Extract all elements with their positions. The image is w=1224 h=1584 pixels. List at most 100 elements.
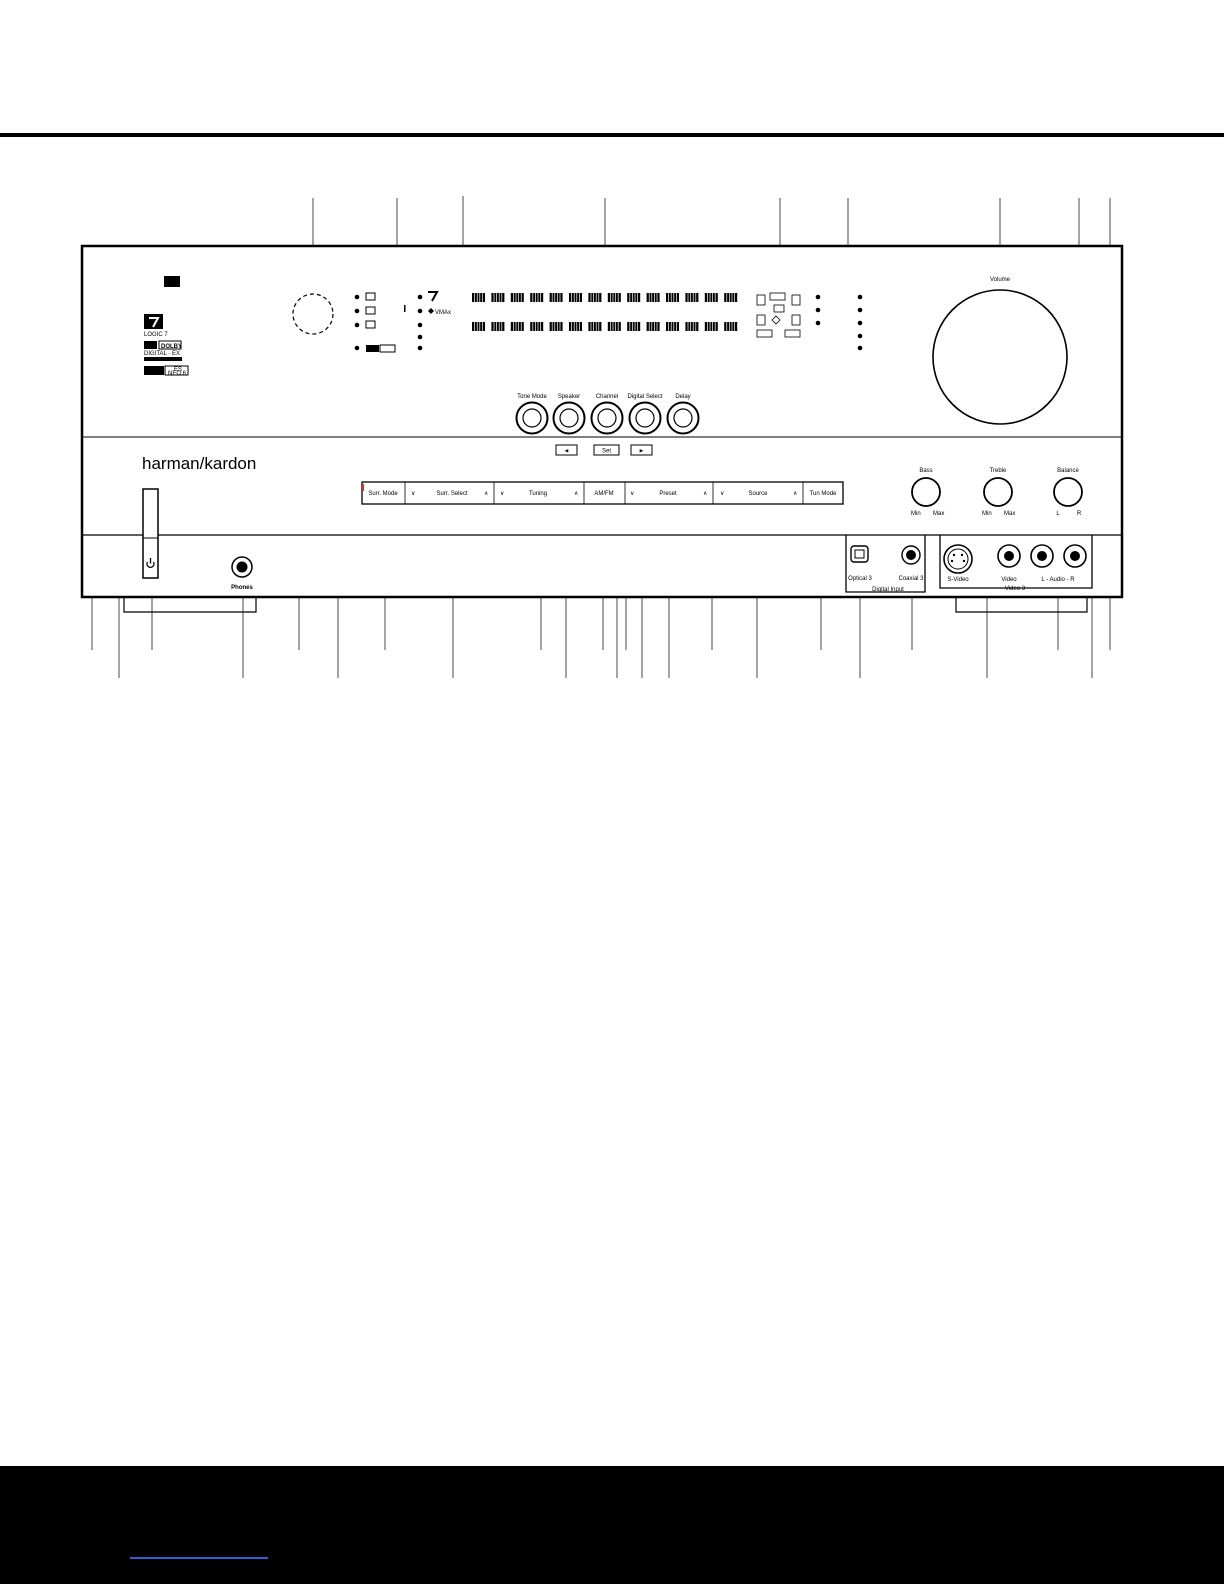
am-fm-button[interactable]: AM/FM — [594, 491, 613, 497]
balance-knob[interactable]: Balance L R — [1053, 468, 1083, 517]
tuning-down-button[interactable]: ∨ — [500, 491, 504, 497]
dts-logo: ES NEO:6 — [144, 365, 189, 377]
receiver-front-panel-diagram: LOGIC 7 DOLBY DIGITAL · EX ES NEO:6 VMAx — [80, 196, 1124, 678]
treble-knob[interactable]: Treble Min Max — [982, 468, 1015, 517]
svg-text:DOLBY: DOLBY — [161, 344, 182, 350]
svg-text:Max: Max — [1004, 511, 1015, 517]
svg-text:Coaxial 3: Coaxial 3 — [898, 576, 924, 582]
digital-select-button[interactable]: Digital Select — [627, 394, 663, 435]
surround-select-up-button[interactable]: ∧ — [484, 491, 488, 497]
vfd-character-cell — [724, 293, 738, 302]
vfd-character-cell — [510, 293, 524, 302]
tone-mode-button[interactable]: Tone Mode — [515, 394, 549, 435]
svg-text:L: L — [1056, 511, 1060, 517]
vfd-character-cell — [627, 293, 641, 302]
preset-label: Preset — [659, 491, 677, 497]
svg-text:Speaker: Speaker — [558, 394, 580, 400]
vfd-character-cell — [549, 322, 563, 331]
surround-select-label: Surr. Select — [436, 491, 467, 497]
svg-text:VMAx: VMAx — [435, 310, 451, 316]
video3-input-panel: Video 3 — [939, 535, 1093, 592]
selector-left-button[interactable]: ◄ — [555, 444, 578, 456]
source-down-button[interactable]: ∨ — [720, 491, 724, 497]
tuner-mode-button[interactable]: Tun Mode — [810, 491, 837, 497]
svg-text:DIGITAL · EX: DIGITAL · EX — [144, 351, 180, 357]
surround-mode-button[interactable]: Surr. Mode — [368, 491, 398, 497]
vfd-character-cell — [646, 322, 660, 331]
svideo-input[interactable]: S-Video — [943, 544, 973, 583]
selector-right-button[interactable]: ► — [630, 444, 653, 456]
audio-left-input[interactable] — [1030, 544, 1054, 568]
svg-text:Delay: Delay — [675, 394, 690, 400]
svg-text:Video: Video — [1001, 577, 1017, 583]
svg-text:Balance: Balance — [1057, 468, 1079, 474]
tuning-label: Tuning — [529, 491, 547, 497]
speaker-channel-indicators — [756, 292, 801, 338]
preset-up-button[interactable]: ∧ — [703, 491, 707, 497]
channel-button[interactable]: Channel — [590, 394, 624, 435]
vfd-character-cell — [530, 322, 544, 331]
svg-text:ES: ES — [174, 367, 182, 373]
svg-text:Optical 3: Optical 3 — [848, 576, 872, 582]
vfd-character-cell — [472, 322, 485, 331]
optical-input-3[interactable]: Optical 3 — [848, 545, 872, 582]
svg-text:Volume: Volume — [990, 277, 1011, 283]
svg-text:Video 3: Video 3 — [1005, 586, 1026, 592]
brand-logo: harman/kardon — [142, 454, 256, 473]
header-rule — [0, 133, 1224, 137]
svg-text:NEO:6: NEO:6 — [168, 371, 187, 377]
vfd-character-cell — [666, 322, 679, 331]
dolby-logo: DOLBY DIGITAL · EX — [144, 340, 182, 361]
audio-right-input[interactable] — [1063, 544, 1087, 568]
logic7-logo: LOGIC 7 — [144, 314, 168, 338]
speaker-button[interactable]: Speaker — [552, 394, 586, 435]
vfd-character-cell — [724, 322, 738, 331]
volume-knob[interactable]: Volume — [932, 277, 1068, 425]
coaxial-input-3[interactable]: Coaxial 3 — [898, 545, 924, 582]
svg-text:◄: ◄ — [564, 449, 570, 455]
vfd-character-cell — [627, 322, 641, 331]
bass-knob[interactable]: Bass Min Max — [911, 468, 944, 517]
vfd-character-cell — [472, 293, 485, 302]
standby-led-icon — [164, 276, 180, 287]
power-icon — [146, 558, 155, 568]
footer-link-underline[interactable] — [130, 1557, 268, 1559]
power-switch[interactable] — [142, 488, 159, 579]
svg-text:►: ► — [639, 449, 645, 455]
receiver-feet — [123, 597, 1088, 613]
set-button[interactable]: Set — [593, 444, 620, 456]
control-strip — [361, 481, 844, 505]
svg-text:LOGIC 7: LOGIC 7 — [144, 332, 168, 338]
status-indicator-leds — [815, 294, 863, 351]
vfd-character-cell — [588, 293, 602, 302]
surround-select-down-button[interactable]: ∨ — [411, 491, 415, 497]
svg-text:Channel: Channel — [596, 394, 618, 400]
headphone-jack[interactable]: Phones — [231, 556, 253, 591]
delay-button[interactable]: Delay — [666, 394, 700, 435]
svg-text:S-Video: S-Video — [947, 577, 969, 583]
vfd-character-cell — [569, 293, 582, 302]
tuning-up-button[interactable]: ∧ — [574, 491, 578, 497]
svg-text:R: R — [1077, 511, 1082, 517]
svg-text:Min: Min — [911, 511, 921, 517]
svg-text:Treble: Treble — [990, 468, 1007, 474]
vfd-character-cell — [685, 293, 699, 302]
source-label: Source — [748, 491, 768, 497]
vfd-character-cell — [491, 293, 505, 302]
vfd-character-cell — [569, 322, 582, 331]
svg-text:Max: Max — [933, 511, 944, 517]
vfd-character-cell — [510, 322, 524, 331]
vfd-character-cell — [530, 293, 544, 302]
svg-text:Tone Mode: Tone Mode — [517, 394, 547, 400]
vfd-character-cell — [588, 322, 602, 331]
digital-input-panel: Digital Input — [845, 535, 926, 593]
preset-down-button[interactable]: ∨ — [630, 491, 634, 497]
vfd-character-cell — [549, 293, 563, 302]
remote-sensor-window — [292, 293, 334, 335]
svg-text:Phones: Phones — [231, 585, 253, 591]
composite-video-input[interactable]: Video — [997, 544, 1021, 583]
source-up-button[interactable]: ∧ — [793, 491, 797, 497]
svg-text:Set: Set — [602, 449, 611, 455]
main-information-display — [472, 293, 738, 331]
vfd-character-cell — [491, 322, 505, 331]
